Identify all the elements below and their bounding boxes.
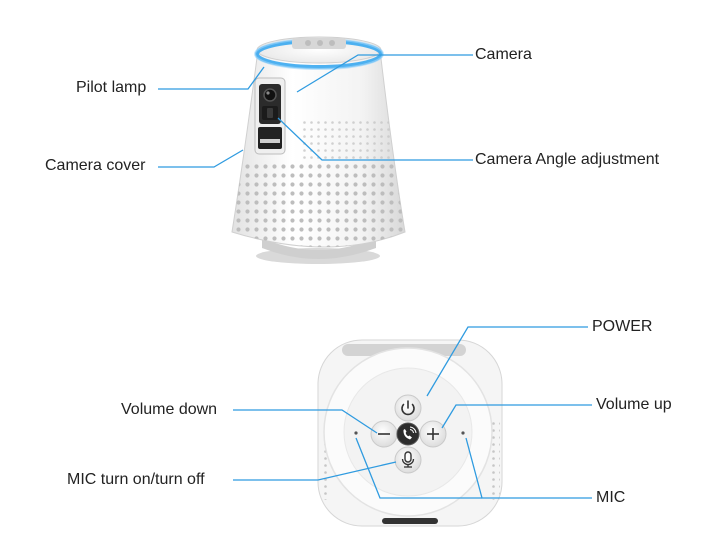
- label-camera: Camera: [475, 46, 532, 63]
- lens-highlight: [266, 91, 270, 95]
- power-icon: [401, 400, 415, 416]
- panel-side-grill: [492, 420, 500, 500]
- callout-mic-toggle: [233, 461, 397, 481]
- volume-down-button[interactable]: [370, 420, 398, 448]
- callout-volume-down: [233, 409, 378, 434]
- camera-cover-stripe: [260, 139, 280, 143]
- device-base: [262, 238, 376, 259]
- volume-up-button[interactable]: [419, 420, 447, 448]
- speaker-grill: [232, 120, 405, 247]
- callout-camera-angle: [277, 117, 473, 161]
- plus-icon: [427, 428, 439, 440]
- label-camera-cover: Camera cover: [45, 157, 146, 174]
- callout-volume-up: [441, 404, 592, 429]
- camera-lens: [263, 88, 277, 102]
- label-mic-toggle: MIC turn on/turn off: [67, 471, 205, 488]
- callout-power: [426, 326, 588, 397]
- panel-side-grill: [320, 420, 328, 500]
- top-vent-hole: [329, 40, 335, 46]
- label-camera-angle: Camera Angle adjustment: [475, 151, 660, 168]
- callout-pilot-lamp: [158, 66, 265, 90]
- mic-button[interactable]: [394, 446, 422, 474]
- panel-bottom-edge: [382, 518, 438, 524]
- mic-hole-right: [461, 431, 465, 435]
- label-power: POWER: [592, 318, 653, 335]
- top-vent-hole: [305, 40, 311, 46]
- top-vent-hole: [317, 40, 323, 46]
- mic-hole-left: [354, 431, 358, 435]
- angle-adjust-slot: [267, 108, 273, 118]
- phone-call-icon: [403, 426, 417, 440]
- camera-device: [231, 36, 406, 264]
- control-panel-device: [317, 339, 503, 527]
- label-pilot-lamp: Pilot lamp: [76, 79, 147, 96]
- power-button[interactable]: [394, 394, 422, 422]
- callout-mic-left: [355, 437, 482, 499]
- callout-camera-cover: [158, 149, 244, 168]
- label-mic: MIC: [596, 489, 626, 506]
- label-volume-down: Volume down: [121, 401, 218, 418]
- camera-cover: [258, 127, 282, 149]
- call-button[interactable]: [396, 422, 420, 446]
- microphone-icon: [401, 451, 415, 468]
- label-volume-up: Volume up: [596, 396, 672, 413]
- callout-camera: [296, 54, 473, 93]
- callout-lines: [158, 54, 592, 499]
